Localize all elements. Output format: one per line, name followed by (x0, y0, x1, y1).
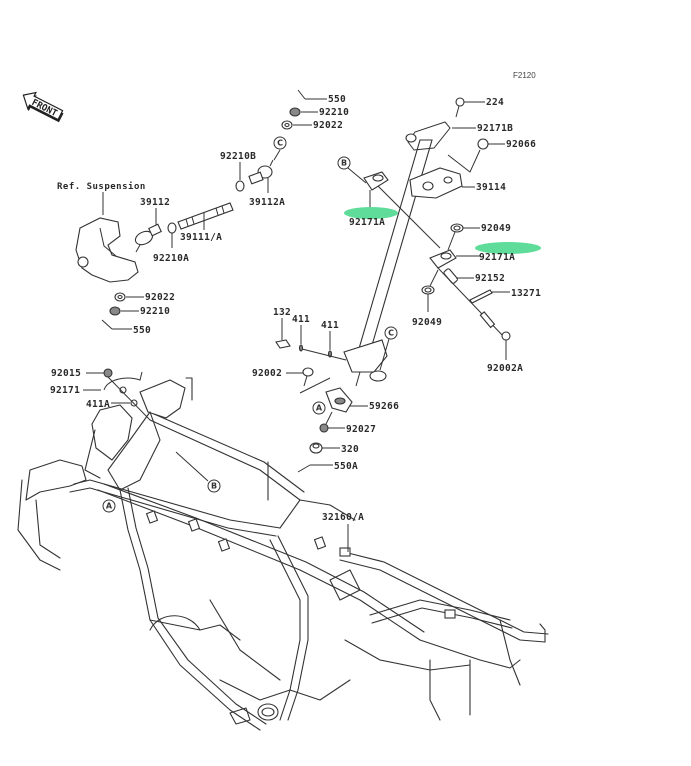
part-label-92171A-left[interactable]: 92171A (349, 217, 385, 228)
part-label-92022-bottom[interactable]: 92022 (145, 292, 175, 303)
clamp-92171B[interactable] (405, 121, 451, 151)
part-label-92066[interactable]: 92066 (506, 139, 536, 150)
part-label-92002[interactable]: 92002 (252, 368, 282, 379)
washer-92049-bottom[interactable] (421, 285, 435, 295)
bracket-39114[interactable] (409, 167, 463, 199)
part-label-92015[interactable]: 92015 (51, 368, 81, 379)
bolt-224[interactable] (455, 97, 465, 118)
svg-text:B: B (341, 159, 347, 168)
part-label-92027[interactable]: 92027 (346, 424, 376, 435)
pin-13271[interactable] (469, 289, 493, 304)
svg-text:C: C (277, 139, 283, 148)
part-label-92210-bottom[interactable]: 92210 (140, 306, 170, 317)
washer-92022-top[interactable] (281, 120, 293, 130)
part-label-92171[interactable]: 92171 (50, 385, 80, 396)
highlight-92171A-right (475, 242, 541, 254)
nut-92210-top[interactable] (289, 107, 301, 117)
washer-92049-top[interactable] (450, 223, 464, 233)
highlight-92171A-left (344, 207, 398, 219)
part-label-32160A[interactable]: 32160/A (322, 512, 364, 523)
pin-411-left[interactable] (298, 344, 304, 352)
part-label-92210B[interactable]: 92210B (220, 151, 256, 162)
cotter-pin-550A[interactable] (297, 464, 311, 473)
svg-text:B: B (211, 482, 217, 491)
part-label-92049-bottom[interactable]: 92049 (412, 317, 442, 328)
part-label-39112[interactable]: 39112 (140, 197, 170, 208)
part-label-39111A[interactable]: 39111/A (180, 232, 222, 243)
part-label-411-left[interactable]: 411 (292, 314, 310, 325)
nut-92015[interactable] (103, 368, 113, 378)
nut-92210B[interactable] (235, 180, 245, 192)
callout-b-frame: B (207, 479, 221, 493)
svg-text:C: C (388, 329, 394, 338)
part-label-92210-top[interactable]: 92210 (319, 107, 349, 118)
plate-59266[interactable] (325, 387, 353, 413)
clip-132[interactable] (275, 339, 291, 349)
cotter-pin-550-bottom[interactable] (101, 319, 113, 330)
part-label-13271[interactable]: 13271 (511, 288, 541, 299)
callout-c-top: C (273, 136, 287, 150)
part-label-411-right[interactable]: 411 (321, 320, 339, 331)
part-label-92171A-right[interactable]: 92171A (479, 252, 515, 263)
frame-32160[interactable] (17, 377, 549, 731)
callout-b-top: B (337, 156, 351, 170)
part-label-92049-top[interactable]: 92049 (481, 223, 511, 234)
part-label-550-top[interactable]: 550 (328, 94, 346, 105)
part-label-320[interactable]: 320 (341, 444, 359, 455)
cap-92066[interactable] (477, 138, 489, 150)
part-label-411A[interactable]: 411A (86, 399, 110, 410)
svg-text:A: A (106, 502, 113, 511)
part-label-92210A[interactable]: 92210A (153, 253, 189, 264)
tie-rod-end-39112[interactable] (133, 223, 162, 253)
bolt-92002A[interactable] (479, 311, 511, 341)
part-label-92152[interactable]: 92152 (475, 273, 505, 284)
callout-a-top: A (312, 401, 326, 415)
clamp-92171A-right[interactable] (429, 249, 457, 269)
tie-rod-39111A[interactable] (177, 202, 234, 230)
knuckle-reference (75, 217, 139, 283)
part-label-39112A[interactable]: 39112A (249, 197, 285, 208)
part-label-224[interactable]: 224 (486, 97, 504, 108)
part-label-132[interactable]: 132 (273, 307, 291, 318)
bushing-320[interactable] (309, 442, 323, 454)
washer-92022-bottom[interactable] (114, 292, 126, 302)
svg-text:A: A (316, 404, 323, 413)
part-label-92171B[interactable]: 92171B (477, 123, 513, 134)
cotter-pin-550-top[interactable] (297, 89, 306, 100)
ref-suspension-label: Ref. Suspension (57, 181, 146, 192)
clamp-92171A-left[interactable] (363, 171, 389, 191)
diagram-code: F2120 (513, 71, 536, 80)
part-label-59266[interactable]: 59266 (369, 401, 399, 412)
callout-a-frame: A (102, 499, 116, 513)
nut-92027[interactable] (319, 423, 329, 433)
callout-c-bottom: C (384, 326, 398, 340)
tie-rod-end-39112A[interactable] (248, 159, 274, 185)
bolt-92002[interactable] (302, 367, 314, 387)
part-label-92022-top[interactable]: 92022 (313, 120, 343, 131)
front-arrow-icon: FRONT (22, 91, 64, 123)
part-label-92002A[interactable]: 92002A (487, 363, 523, 374)
part-label-550-bottom[interactable]: 550 (133, 325, 151, 336)
part-label-39114[interactable]: 39114 (476, 182, 506, 193)
part-label-550A[interactable]: 550A (334, 461, 358, 472)
nut-92210A[interactable] (167, 222, 177, 234)
nut-92210-bottom[interactable] (109, 306, 121, 316)
